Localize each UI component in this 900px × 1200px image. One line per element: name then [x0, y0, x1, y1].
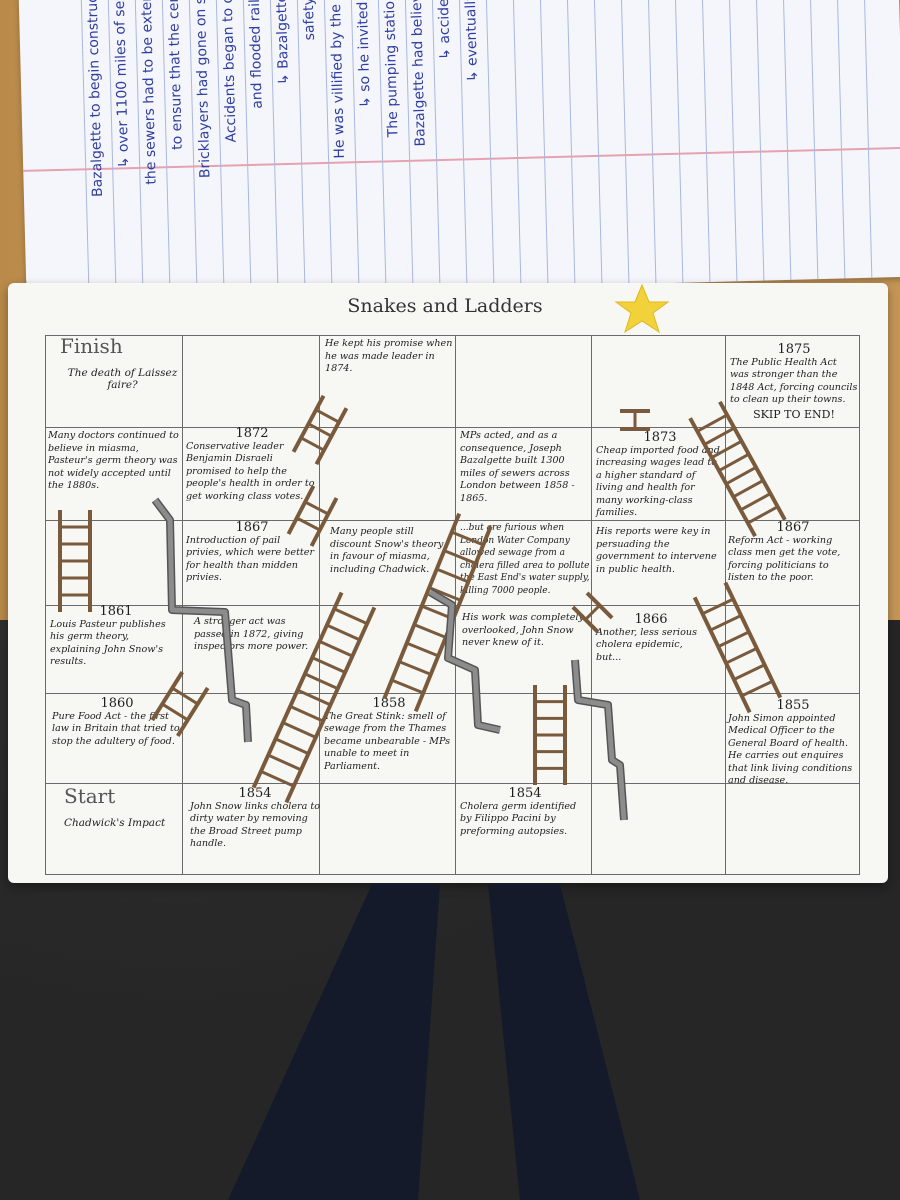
cell-text: Cheap imported food and increasing wages…: [596, 444, 720, 519]
cell-year: 1875: [777, 342, 811, 357]
cell-r4c5: 1866 Another, less serious cholera epide…: [596, 612, 706, 664]
cell-year: 1858: [372, 696, 406, 711]
cell-r2c2: 1872 Conservative leader Benjamin Disrae…: [186, 426, 318, 503]
finish-heading: Finish: [60, 334, 123, 358]
cell-text: Conservative leader Benjamin Disraeli pr…: [186, 440, 315, 502]
cell-r4c4: His work was completely overlooked, John…: [462, 612, 584, 648]
cell-r2c4: MPs acted, and as a consequence, Joseph …: [460, 430, 575, 504]
cell-r4c1: 1861 Louis Pasteur publishes his germ th…: [50, 604, 182, 669]
cell-year: 1873: [643, 430, 677, 445]
cell-text: John Snow links cholera to dirty water b…: [190, 800, 320, 850]
cell-text: Reform Act - working class men get the v…: [728, 534, 841, 584]
cell-r6c4: 1854 Cholera germ identified by Filippo …: [460, 786, 590, 838]
finish-cell: Finish The death of Laissez faire?: [60, 334, 185, 392]
cell-year: 1854: [238, 786, 272, 801]
cell-year: 1872: [235, 426, 269, 441]
cell-text: The Public Health Act was stronger than …: [730, 356, 858, 406]
cell-text: Another, less serious cholera epidemic, …: [596, 626, 698, 663]
cell-r3c4: ...but are furious when London Water Com…: [460, 523, 590, 596]
cell-text: John Simon appointed Medical Officer to …: [728, 712, 853, 787]
cell-r6c2: 1854 John Snow links cholera to dirty wa…: [190, 786, 320, 851]
page-title: Snakes and Ladders: [347, 295, 543, 317]
cell-year: 1860: [100, 696, 134, 711]
cell-r3c5: His reports were key in persuading the g…: [596, 526, 717, 575]
cell-year: 1867: [776, 520, 810, 535]
cell-text: Cholera germ identified by Filippo Pacin…: [460, 800, 577, 837]
start-heading: Start: [64, 784, 116, 808]
cell-r2c5: 1873 Cheap imported food and increasing …: [596, 430, 724, 520]
start-cell: Start Chadwick's Impact: [64, 784, 184, 829]
cell-year: 1855: [776, 698, 810, 713]
finish-text: The death of Laissez faire?: [67, 366, 178, 392]
cell-year: 1866: [634, 612, 668, 627]
cell-r5c1: 1860 Pure Food Act - the first law in Br…: [52, 696, 182, 748]
cell-text: Pure Food Act - the first law in Britain…: [52, 710, 180, 747]
cell-r1c3: He kept his promise when he was made lea…: [325, 338, 453, 374]
cell-year: 1861: [99, 604, 133, 619]
cell-r2c1: Many doctors continued to believe in mia…: [48, 430, 179, 491]
cell-year: 1854: [508, 786, 542, 801]
start-text: Chadwick's Impact: [64, 816, 166, 829]
star-icon: [614, 283, 670, 334]
cell-text: Louis Pasteur publishes his germ theory,…: [50, 618, 166, 668]
cell-r5c6: 1855 John Simon appointed Medical Office…: [728, 698, 858, 788]
cell-r3c6: 1867 Reform Act - working class men get …: [728, 520, 858, 585]
